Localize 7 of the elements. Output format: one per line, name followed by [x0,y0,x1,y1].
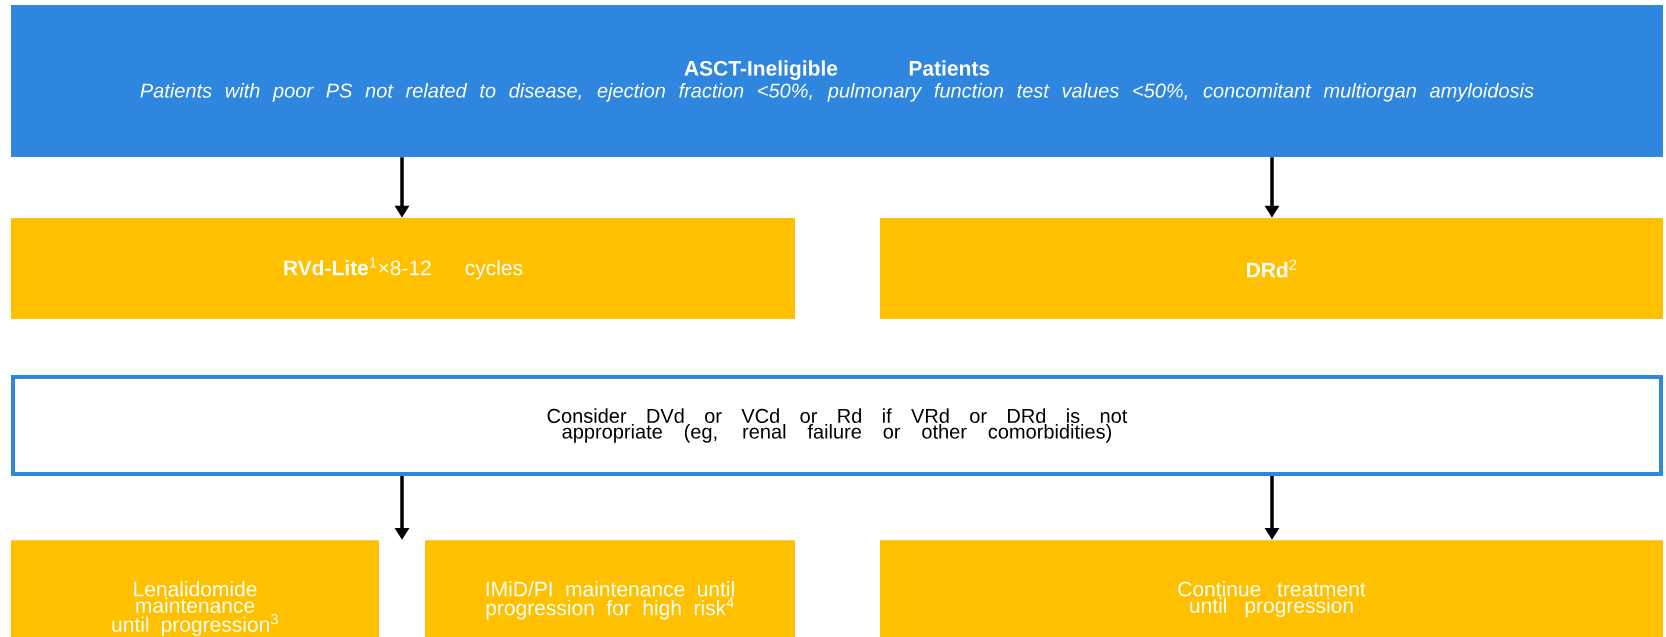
treatment-box: Continue treatment until progression [880,540,1663,637]
treatment-box: Lenalidomide maintenance until progression$^{3}$ [11,540,379,637]
note-box: Consider DVd or VCd or Rd if VRd or DRd is not appropriate (eg, renal failure or other comorbidities) [11,375,1663,476]
header-box: ASCT-Ineligible Patients Patients with poor PS not related to disease, ejection fraction <50%, pulmonary function test values <50%, concomitant multiorgan amyloidosis [11,5,1663,157]
treatment-box: DRd$^{2}$ [880,218,1663,319]
treatment-box: IMiD/PI maintenance until progression for high risk$^{4}$ [425,540,795,637]
treatment-box: RVd-Lite$^{1}$×8-12 cycles [11,218,795,319]
